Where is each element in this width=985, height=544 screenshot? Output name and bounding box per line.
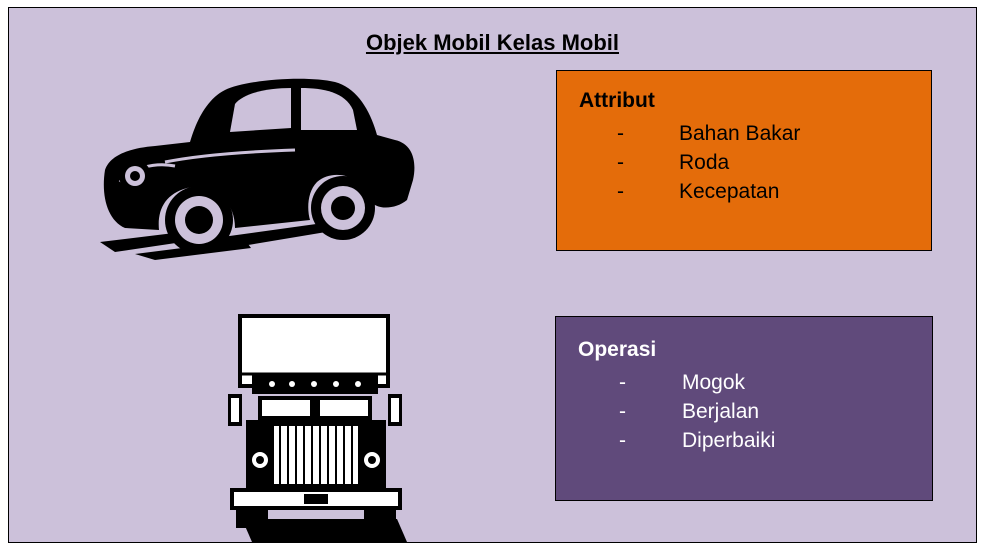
truck-icon bbox=[228, 314, 407, 542]
bullet-dash: - bbox=[619, 371, 626, 394]
attribute-item: Roda bbox=[679, 151, 730, 174]
bullet-dash: - bbox=[619, 429, 626, 452]
operation-item: Mogok bbox=[682, 371, 746, 394]
attribute-item: Bahan Bakar bbox=[679, 122, 801, 145]
bullet-dash: - bbox=[617, 180, 624, 203]
bullet-dash: - bbox=[617, 151, 624, 174]
list-item: - Bahan Bakar bbox=[617, 119, 800, 148]
attribute-box: Attribut - Bahan Bakar - Roda - Kecepatan bbox=[556, 70, 932, 251]
operation-list: - Mogok - Berjalan - Diperbaiki bbox=[619, 368, 775, 455]
list-item: - Diperbaiki bbox=[619, 426, 775, 455]
vintage-car-icon bbox=[100, 78, 415, 260]
list-item: - Kecepatan bbox=[617, 177, 800, 206]
list-item: - Mogok bbox=[619, 368, 775, 397]
bullet-dash: - bbox=[619, 400, 626, 423]
attribute-item: Kecepatan bbox=[679, 180, 780, 203]
operation-item: Diperbaiki bbox=[682, 429, 776, 452]
operation-heading: Operasi bbox=[578, 338, 657, 361]
operation-box: Operasi - Mogok - Berjalan - Diperbaiki bbox=[555, 316, 933, 501]
bullet-dash: - bbox=[617, 122, 624, 145]
diagram-title: Objek Mobil Kelas Mobil bbox=[365, 30, 620, 55]
list-item: - Roda bbox=[617, 148, 800, 177]
attribute-heading: Attribut bbox=[579, 89, 655, 112]
list-item: - Berjalan bbox=[619, 397, 775, 426]
attribute-list: - Bahan Bakar - Roda - Kecepatan bbox=[617, 119, 800, 206]
operation-item: Berjalan bbox=[682, 400, 760, 423]
